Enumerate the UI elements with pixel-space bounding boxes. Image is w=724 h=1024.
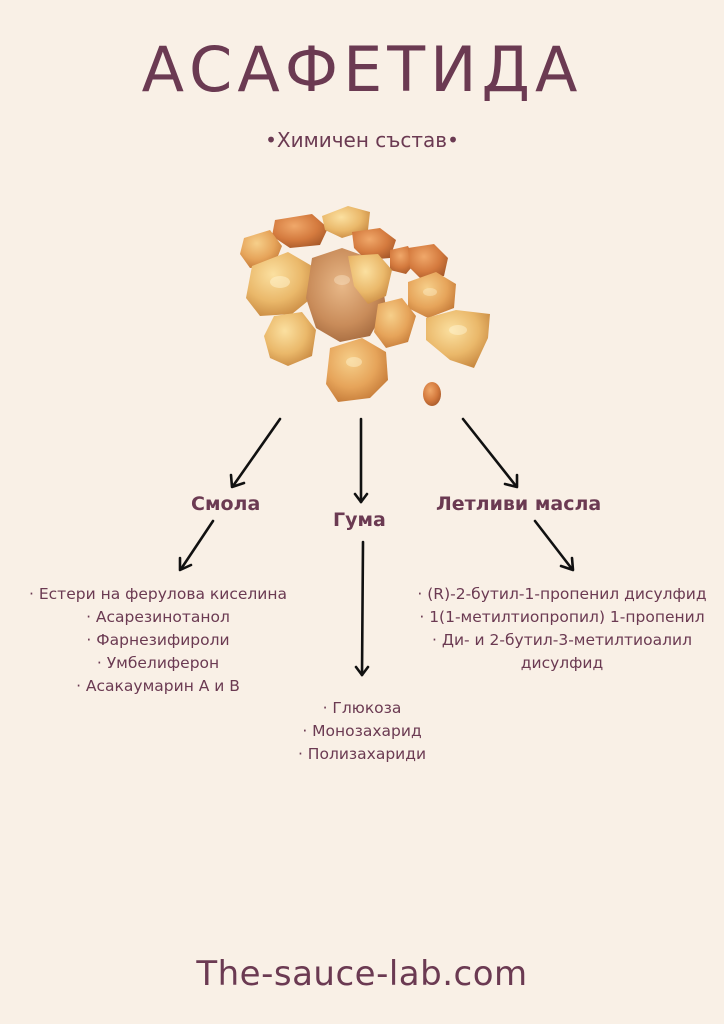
resin-chunks-image — [240, 206, 490, 406]
list-item: · Естери на ферулова киселина — [29, 585, 287, 603]
list-item: · Фарнезифироли — [86, 631, 230, 649]
list-item: · Ди- и 2-бутил-3-метилтиоалил — [431, 631, 692, 649]
list-item: · Асарезинотанол — [86, 608, 230, 626]
resin-components-list: · Естери на ферулова киселина · Асарезин… — [10, 583, 306, 698]
arrow-to-gum — [353, 417, 369, 504]
list-item: · Полизахариди — [297, 745, 427, 763]
arrow-resin-list — [178, 519, 215, 572]
arrow-volatile-list — [533, 519, 575, 572]
gum-components-list: · Глюкоза · Монозахарид · Полизахариди — [282, 697, 442, 766]
arrow-gum-list — [354, 540, 370, 677]
category-resin: Смола — [191, 493, 261, 515]
list-item: · 1(1-метилтиопропил) 1-пропенил — [419, 608, 705, 626]
volatile-oils-components-list: · (R)-2-бутил-1-пропенил дисулфид · 1(1-… — [400, 583, 724, 675]
list-item: · Глюкоза — [322, 699, 402, 717]
category-volatile-oils: Летливи масла — [436, 493, 602, 515]
website-link[interactable]: The-sauce-lab.com — [196, 954, 528, 994]
page-subtitle: •Химичен състав• — [265, 128, 459, 152]
list-item: · Монозахарид — [302, 722, 422, 740]
page-title: АСАФЕТИДА — [141, 33, 583, 106]
list-item: · Умбелиферон — [96, 654, 220, 672]
list-item: · Асакаумарин А и В — [76, 677, 240, 695]
list-item: дисулфид — [520, 654, 604, 672]
arrow-to-volatile-oils — [461, 417, 519, 489]
arrow-to-resin — [229, 417, 282, 489]
category-gum: Гума — [333, 509, 386, 531]
list-item: · (R)-2-бутил-1-пропенил дисулфид — [417, 585, 707, 603]
